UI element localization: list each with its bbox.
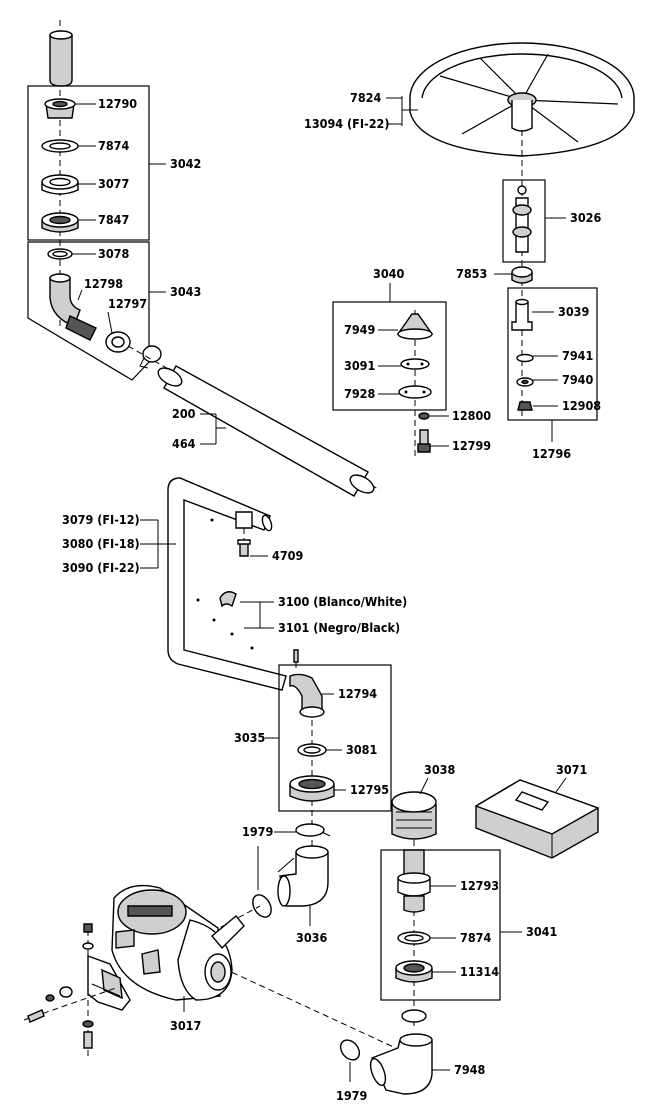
label-12794: 12794 xyxy=(338,686,377,701)
label-1979-upper: 1979 xyxy=(242,824,273,839)
small-screw-part xyxy=(293,649,299,672)
part-7941 xyxy=(516,353,534,363)
label-3043: 3043 xyxy=(170,284,201,299)
label-3041: 3041 xyxy=(526,924,557,939)
label-7949: 7949 xyxy=(344,322,375,337)
part-12790 xyxy=(44,98,76,119)
label-3040: 3040 xyxy=(373,266,404,281)
pump-bracket xyxy=(23,923,131,1060)
hose-200-464 xyxy=(157,365,375,497)
label-12798: 12798 xyxy=(84,276,123,291)
part-7940 xyxy=(516,377,534,387)
part-7928 xyxy=(398,385,432,399)
part-3039 xyxy=(511,298,533,331)
label-12793: 12793 xyxy=(460,878,499,893)
part-3077 xyxy=(41,174,79,195)
label-7948: 7948 xyxy=(454,1062,485,1077)
part-3026-shaft xyxy=(512,197,532,253)
label-12797: 12797 xyxy=(108,296,147,311)
label-7853: 7853 xyxy=(456,266,487,281)
group-box-3026 xyxy=(502,179,546,263)
label-3026: 3026 xyxy=(570,210,601,225)
part-7847 xyxy=(41,212,79,233)
label-3071: 3071 xyxy=(556,762,587,777)
label-3101: 3101 (Negro/Black) xyxy=(278,620,400,635)
label-3100: 3100 (Blanco/White) xyxy=(278,594,407,609)
part-12800 xyxy=(418,412,430,420)
label-3078: 3078 xyxy=(98,246,129,261)
label-3079: 3079 (FI-12) xyxy=(62,512,140,527)
label-1979-lower: 1979 xyxy=(336,1088,367,1103)
part-7949-cone xyxy=(396,313,434,340)
label-3038: 3038 xyxy=(424,762,455,777)
part-4709-screw xyxy=(237,539,251,557)
label-200: 200 xyxy=(172,406,196,421)
label-3090: 3090 (FI-22) xyxy=(62,560,140,575)
part-7874-bottom xyxy=(397,931,431,945)
drain-plug-part xyxy=(49,20,73,90)
label-7847: 7847 xyxy=(98,212,129,227)
part-12794-elbow xyxy=(289,673,325,718)
part-7948-elbow xyxy=(369,1033,433,1095)
group-box-3041 xyxy=(380,849,501,1001)
hose-clamp-mid xyxy=(252,894,272,918)
label-12790: 12790 xyxy=(98,96,137,111)
part-12797-nut xyxy=(105,331,131,353)
hose-clamp-bottom-right xyxy=(401,1009,427,1023)
hose-clamp-1979-lower xyxy=(339,1039,361,1061)
small-ball-part xyxy=(517,185,527,195)
label-3077: 3077 xyxy=(98,176,129,191)
label-11314: 11314 xyxy=(460,964,499,979)
label-3036: 3036 xyxy=(296,930,327,945)
label-7941: 7941 xyxy=(562,348,593,363)
label-3081: 3081 xyxy=(346,742,377,757)
filter-tray-3071 xyxy=(474,779,600,859)
label-7928: 7928 xyxy=(344,386,375,401)
label-12908: 12908 xyxy=(562,398,601,413)
label-4709: 4709 xyxy=(272,548,303,563)
group-box-3040 xyxy=(332,301,447,411)
hose-clamp-1979-upper xyxy=(295,823,331,837)
group-box-3042 xyxy=(27,85,150,241)
part-12793 xyxy=(397,849,431,913)
part-12908-nut xyxy=(517,401,533,411)
part-12795 xyxy=(289,775,335,802)
part-3081 xyxy=(297,743,327,757)
label-7824: 7824 xyxy=(350,90,381,105)
label-13094: 13094 (FI-22) xyxy=(304,116,390,131)
label-7874-top: 7874 xyxy=(98,138,129,153)
label-3039: 3039 xyxy=(558,304,589,319)
part-3100-clip xyxy=(219,591,237,608)
label-12796: 12796 xyxy=(532,446,571,461)
part-7874-top xyxy=(41,139,79,153)
part-3091 xyxy=(400,358,430,370)
part-12798-elbow xyxy=(49,273,97,341)
label-3017: 3017 xyxy=(170,1018,201,1033)
filter-cap-3038 xyxy=(391,791,437,840)
label-7940: 7940 xyxy=(562,372,593,387)
pump-motor-3017 xyxy=(111,884,245,1001)
label-7874-bottom: 7874 xyxy=(460,930,491,945)
label-3042: 3042 xyxy=(170,156,201,171)
part-3036-elbow xyxy=(277,845,329,907)
wash-arm-wheel-7824 xyxy=(409,42,635,157)
label-3091: 3091 xyxy=(344,358,375,373)
group-box-3043 xyxy=(27,241,150,381)
hose-clamp-top xyxy=(139,345,162,369)
label-3035: 3035 xyxy=(234,730,265,745)
part-11314 xyxy=(395,960,433,983)
label-12795: 12795 xyxy=(350,782,389,797)
part-12799-screw xyxy=(417,429,431,453)
part-7853-nut xyxy=(511,266,533,284)
label-12799: 12799 xyxy=(452,438,491,453)
label-464: 464 xyxy=(172,436,196,451)
label-3080: 3080 (FI-18) xyxy=(62,536,140,551)
part-3078 xyxy=(47,248,73,260)
label-12800: 12800 xyxy=(452,408,491,423)
spray-tube-3079 xyxy=(167,477,287,691)
